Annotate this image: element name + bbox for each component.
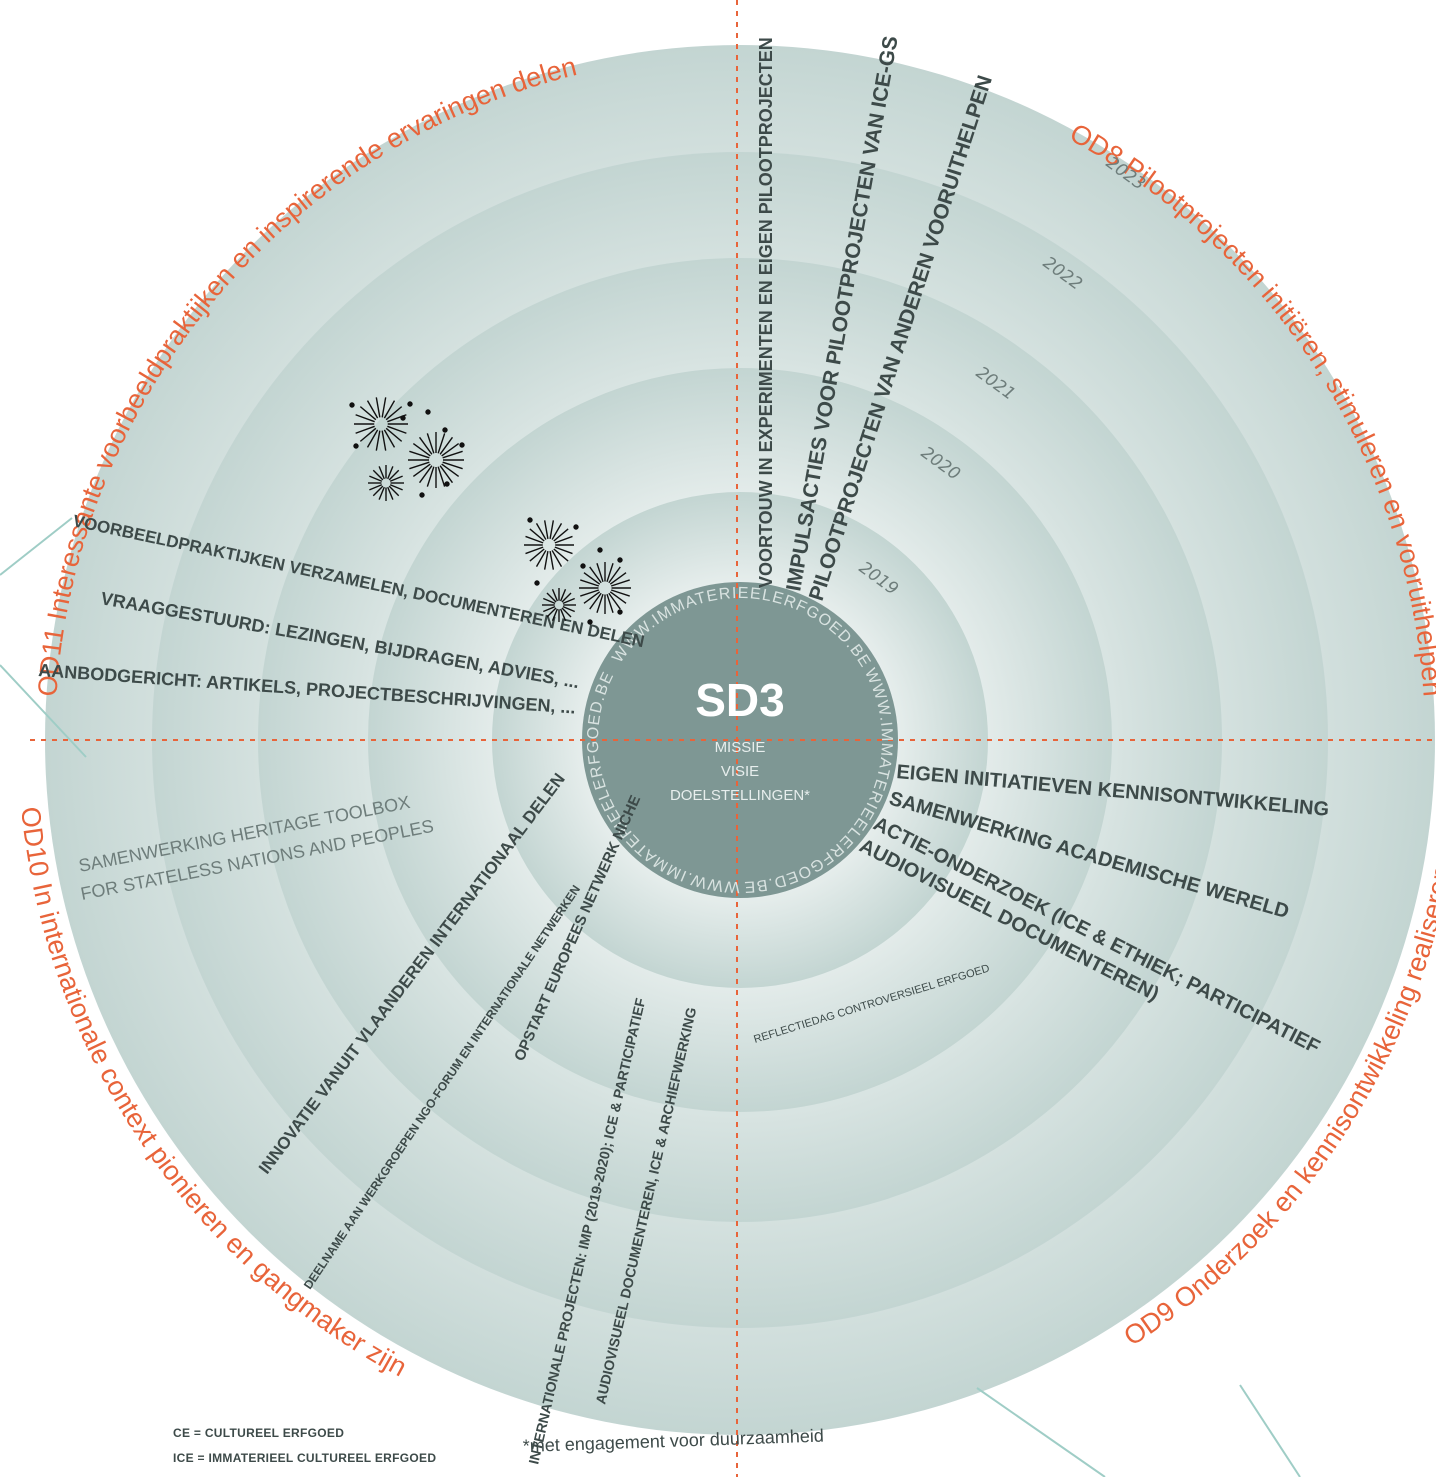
- fireworks-icon: [524, 517, 631, 625]
- center-label: SD3 MISSIE VISIE DOELSTELLINGEN*: [670, 674, 810, 804]
- fireworks-icon: [349, 397, 465, 501]
- center-line-doelstellingen: DOELSTELLINGEN*: [670, 787, 810, 804]
- legend-ice: ICE = IMMATERIEEL CULTUREEL ERFGOED: [173, 1451, 437, 1465]
- od8-action-1: VOORTOUW IN EXPERIMENTEN EN EIGEN PILOOT…: [756, 37, 776, 588]
- leader-lines: [0, 517, 1301, 1477]
- center-title: SD3: [695, 674, 784, 726]
- quadrant-dividers: [30, 0, 1436, 1477]
- footnote: *met engagement voor duurzaamheid: [522, 1425, 824, 1455]
- legend-ce: CE = CULTUREEL ERFGOED: [173, 1426, 345, 1440]
- center-core: [582, 582, 898, 898]
- center-line-visie: VISIE: [721, 763, 759, 780]
- center-line-missie: MISSIE: [715, 739, 766, 756]
